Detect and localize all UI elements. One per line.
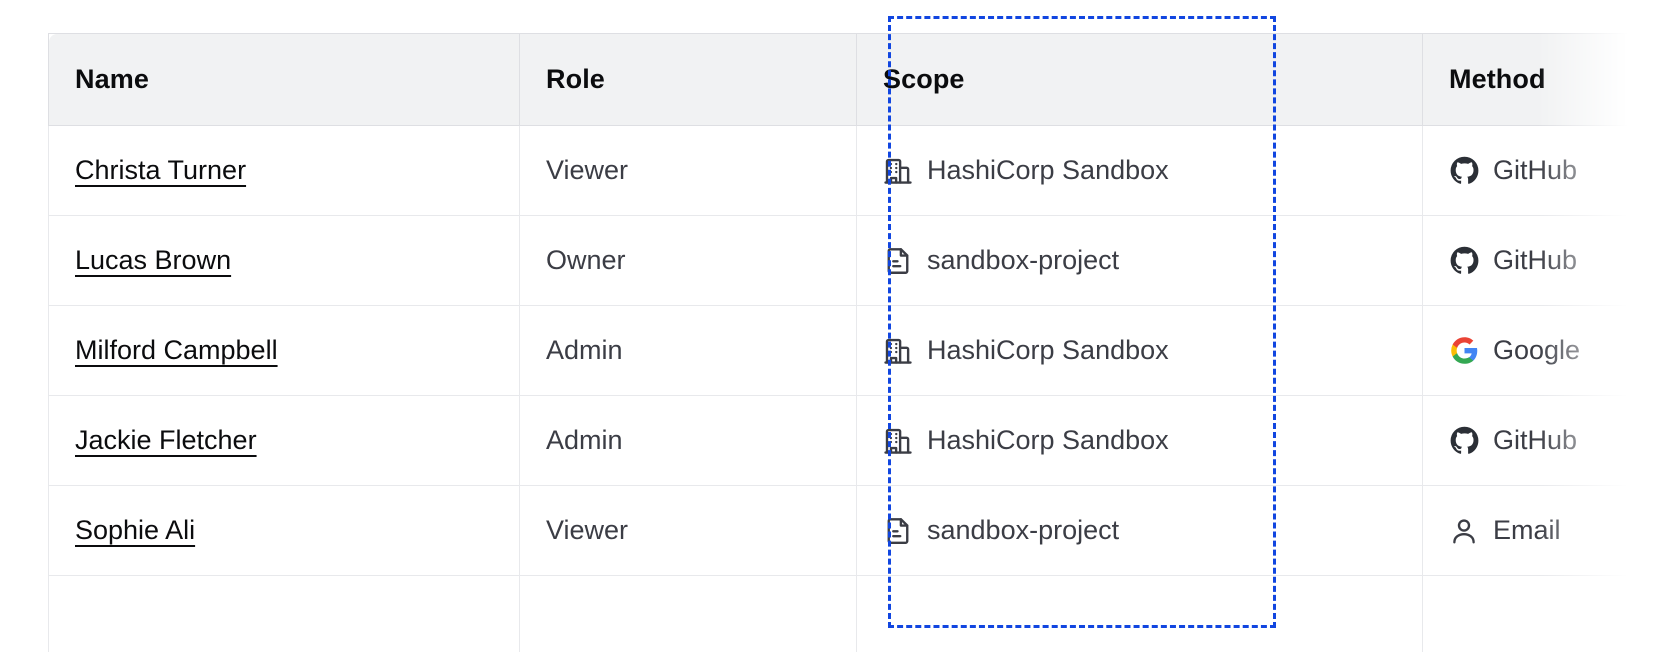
scope-value: HashiCorp Sandbox xyxy=(883,426,1422,456)
cell-scope: HashiCorp Sandbox xyxy=(856,305,1423,396)
user-name-link[interactable]: Milford Campbell xyxy=(75,335,278,365)
cell-scope xyxy=(856,575,1423,652)
column-header-scope[interactable]: Scope xyxy=(856,33,1423,126)
cell-scope: sandbox-project xyxy=(856,485,1423,576)
table-row[interactable]: Jackie Fletcher Admin HashiCorp Sandbox G… xyxy=(48,395,1656,486)
cell-method: GitHub xyxy=(1422,215,1656,306)
cell-role: Viewer xyxy=(519,125,857,216)
scope-label: HashiCorp Sandbox xyxy=(927,155,1169,185)
method-value: Google xyxy=(1449,336,1656,366)
cell-scope: HashiCorp Sandbox xyxy=(856,125,1423,216)
table-row[interactable]: Lucas Brown Owner sandbox-project GitHub xyxy=(48,215,1656,306)
method-label: GitHub xyxy=(1493,245,1578,275)
scope-value: HashiCorp Sandbox xyxy=(883,156,1422,186)
method-label: GitHub xyxy=(1493,425,1578,455)
scope-value: HashiCorp Sandbox xyxy=(883,336,1422,366)
project-document-icon xyxy=(883,246,913,276)
cell-role: Admin xyxy=(519,395,857,486)
cell-scope: HashiCorp Sandbox xyxy=(856,395,1423,486)
scope-value: sandbox-project xyxy=(883,516,1422,546)
method-label: GitHub xyxy=(1493,155,1578,185)
google-icon xyxy=(1449,336,1479,366)
cell-method: Email xyxy=(1422,485,1656,576)
cell-name: Lucas Brown xyxy=(48,215,520,306)
scope-label: sandbox-project xyxy=(927,245,1120,275)
organization-building-icon xyxy=(883,336,913,366)
project-document-icon xyxy=(883,516,913,546)
method-label: Email xyxy=(1493,515,1561,545)
cell-method xyxy=(1422,575,1656,652)
table-row[interactable]: Sophie Ali Viewer sandbox-project Email xyxy=(48,485,1656,576)
user-name-link[interactable]: Christa Turner xyxy=(75,155,247,185)
github-icon xyxy=(1449,156,1479,186)
column-header-method[interactable]: Method xyxy=(1422,33,1656,126)
table-header: Name Role Scope Method xyxy=(48,33,1656,126)
organization-building-icon xyxy=(883,156,913,186)
cell-name: Sophie Ali xyxy=(48,485,520,576)
organization-building-icon xyxy=(883,426,913,456)
cell-method: GitHub xyxy=(1422,395,1656,486)
cell-scope: sandbox-project xyxy=(856,215,1423,306)
scope-label: sandbox-project xyxy=(927,515,1120,545)
cell-method: Google xyxy=(1422,305,1656,396)
user-person-icon xyxy=(1449,516,1479,546)
cell-name: Christa Turner xyxy=(48,125,520,216)
table-header-row: Name Role Scope Method xyxy=(48,33,1656,126)
cell-role xyxy=(519,575,857,652)
method-value: Email xyxy=(1449,516,1656,546)
user-name-link[interactable]: Sophie Ali xyxy=(75,515,196,545)
cell-method: GitHub xyxy=(1422,125,1656,216)
user-name-link[interactable]: Jackie Fletcher xyxy=(75,425,257,455)
table-row[interactable] xyxy=(48,575,1656,652)
github-icon xyxy=(1449,246,1479,276)
cell-name xyxy=(48,575,520,652)
cell-name: Milford Campbell xyxy=(48,305,520,396)
method-value: GitHub xyxy=(1449,156,1656,186)
github-icon xyxy=(1449,426,1479,456)
table-row[interactable]: Christa Turner Viewer HashiCorp Sandbox G… xyxy=(48,125,1656,216)
method-label: Google xyxy=(1493,335,1581,365)
method-value: GitHub xyxy=(1449,246,1656,276)
cell-name: Jackie Fletcher xyxy=(48,395,520,486)
scope-value: sandbox-project xyxy=(883,246,1422,276)
scope-label: HashiCorp Sandbox xyxy=(927,335,1169,365)
user-name-link[interactable]: Lucas Brown xyxy=(75,245,232,275)
method-value: GitHub xyxy=(1449,426,1656,456)
column-header-role[interactable]: Role xyxy=(519,33,857,126)
cell-role: Owner xyxy=(519,215,857,306)
cell-role: Viewer xyxy=(519,485,857,576)
cell-role: Admin xyxy=(519,305,857,396)
column-header-name[interactable]: Name xyxy=(48,33,520,126)
scope-label: HashiCorp Sandbox xyxy=(927,425,1169,455)
